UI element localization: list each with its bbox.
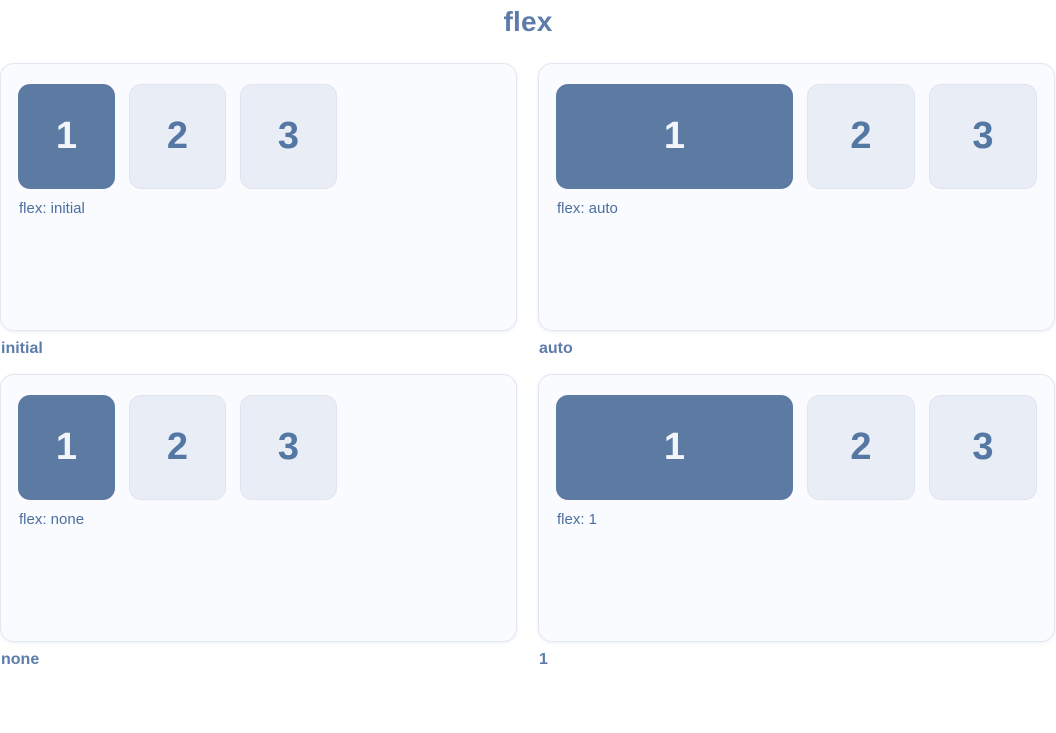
- panel-caption: initial: [1, 340, 43, 357]
- panel-cell-initial: 1 2 3 flex: initial initial: [0, 63, 517, 358]
- demo-panel-none: 1 2 3 flex: none: [0, 374, 517, 642]
- panel-cell-1: 1 2 3 flex: 1 1: [538, 374, 1055, 669]
- flex-item-3: 3: [929, 84, 1037, 189]
- flex-item-3: 3: [929, 395, 1037, 500]
- flex-demo-row: 1 2 3: [556, 84, 1037, 189]
- demo-grid: 1 2 3 flex: initial initial 1 2 3 flex: …: [0, 63, 1056, 669]
- flex-item-1: 1: [18, 395, 115, 500]
- flex-item-2: 2: [807, 84, 915, 189]
- flex-value-label: flex: 1: [557, 511, 598, 528]
- demo-panel-1: 1 2 3 flex: 1: [538, 374, 1055, 642]
- flex-item-2: 2: [129, 395, 226, 500]
- panel-caption: 1: [539, 651, 548, 668]
- panel-caption: none: [1, 651, 40, 668]
- flex-value-label: flex: auto: [557, 200, 618, 217]
- flex-item-2: 2: [807, 395, 915, 500]
- flex-value-label: flex: initial: [19, 200, 85, 217]
- flex-value-label: flex: none: [19, 511, 85, 528]
- flex-item-1: 1: [556, 395, 793, 500]
- flex-demo-row: 1 2 3: [18, 84, 499, 189]
- demo-panel-initial: 1 2 3 flex: initial: [0, 63, 517, 331]
- flex-item-1: 1: [556, 84, 793, 189]
- panel-caption: auto: [539, 340, 573, 357]
- flex-demo-row: 1 2 3: [18, 395, 499, 500]
- flex-item-3: 3: [240, 84, 337, 189]
- page-title: flex: [503, 6, 553, 37]
- panel-cell-auto: 1 2 3 flex: auto auto: [538, 63, 1055, 358]
- panel-cell-none: 1 2 3 flex: none none: [0, 374, 517, 669]
- flex-item-3: 3: [240, 395, 337, 500]
- demo-panel-auto: 1 2 3 flex: auto: [538, 63, 1055, 331]
- flex-item-1: 1: [18, 84, 115, 189]
- flex-demo-row: 1 2 3: [556, 395, 1037, 500]
- flex-item-2: 2: [129, 84, 226, 189]
